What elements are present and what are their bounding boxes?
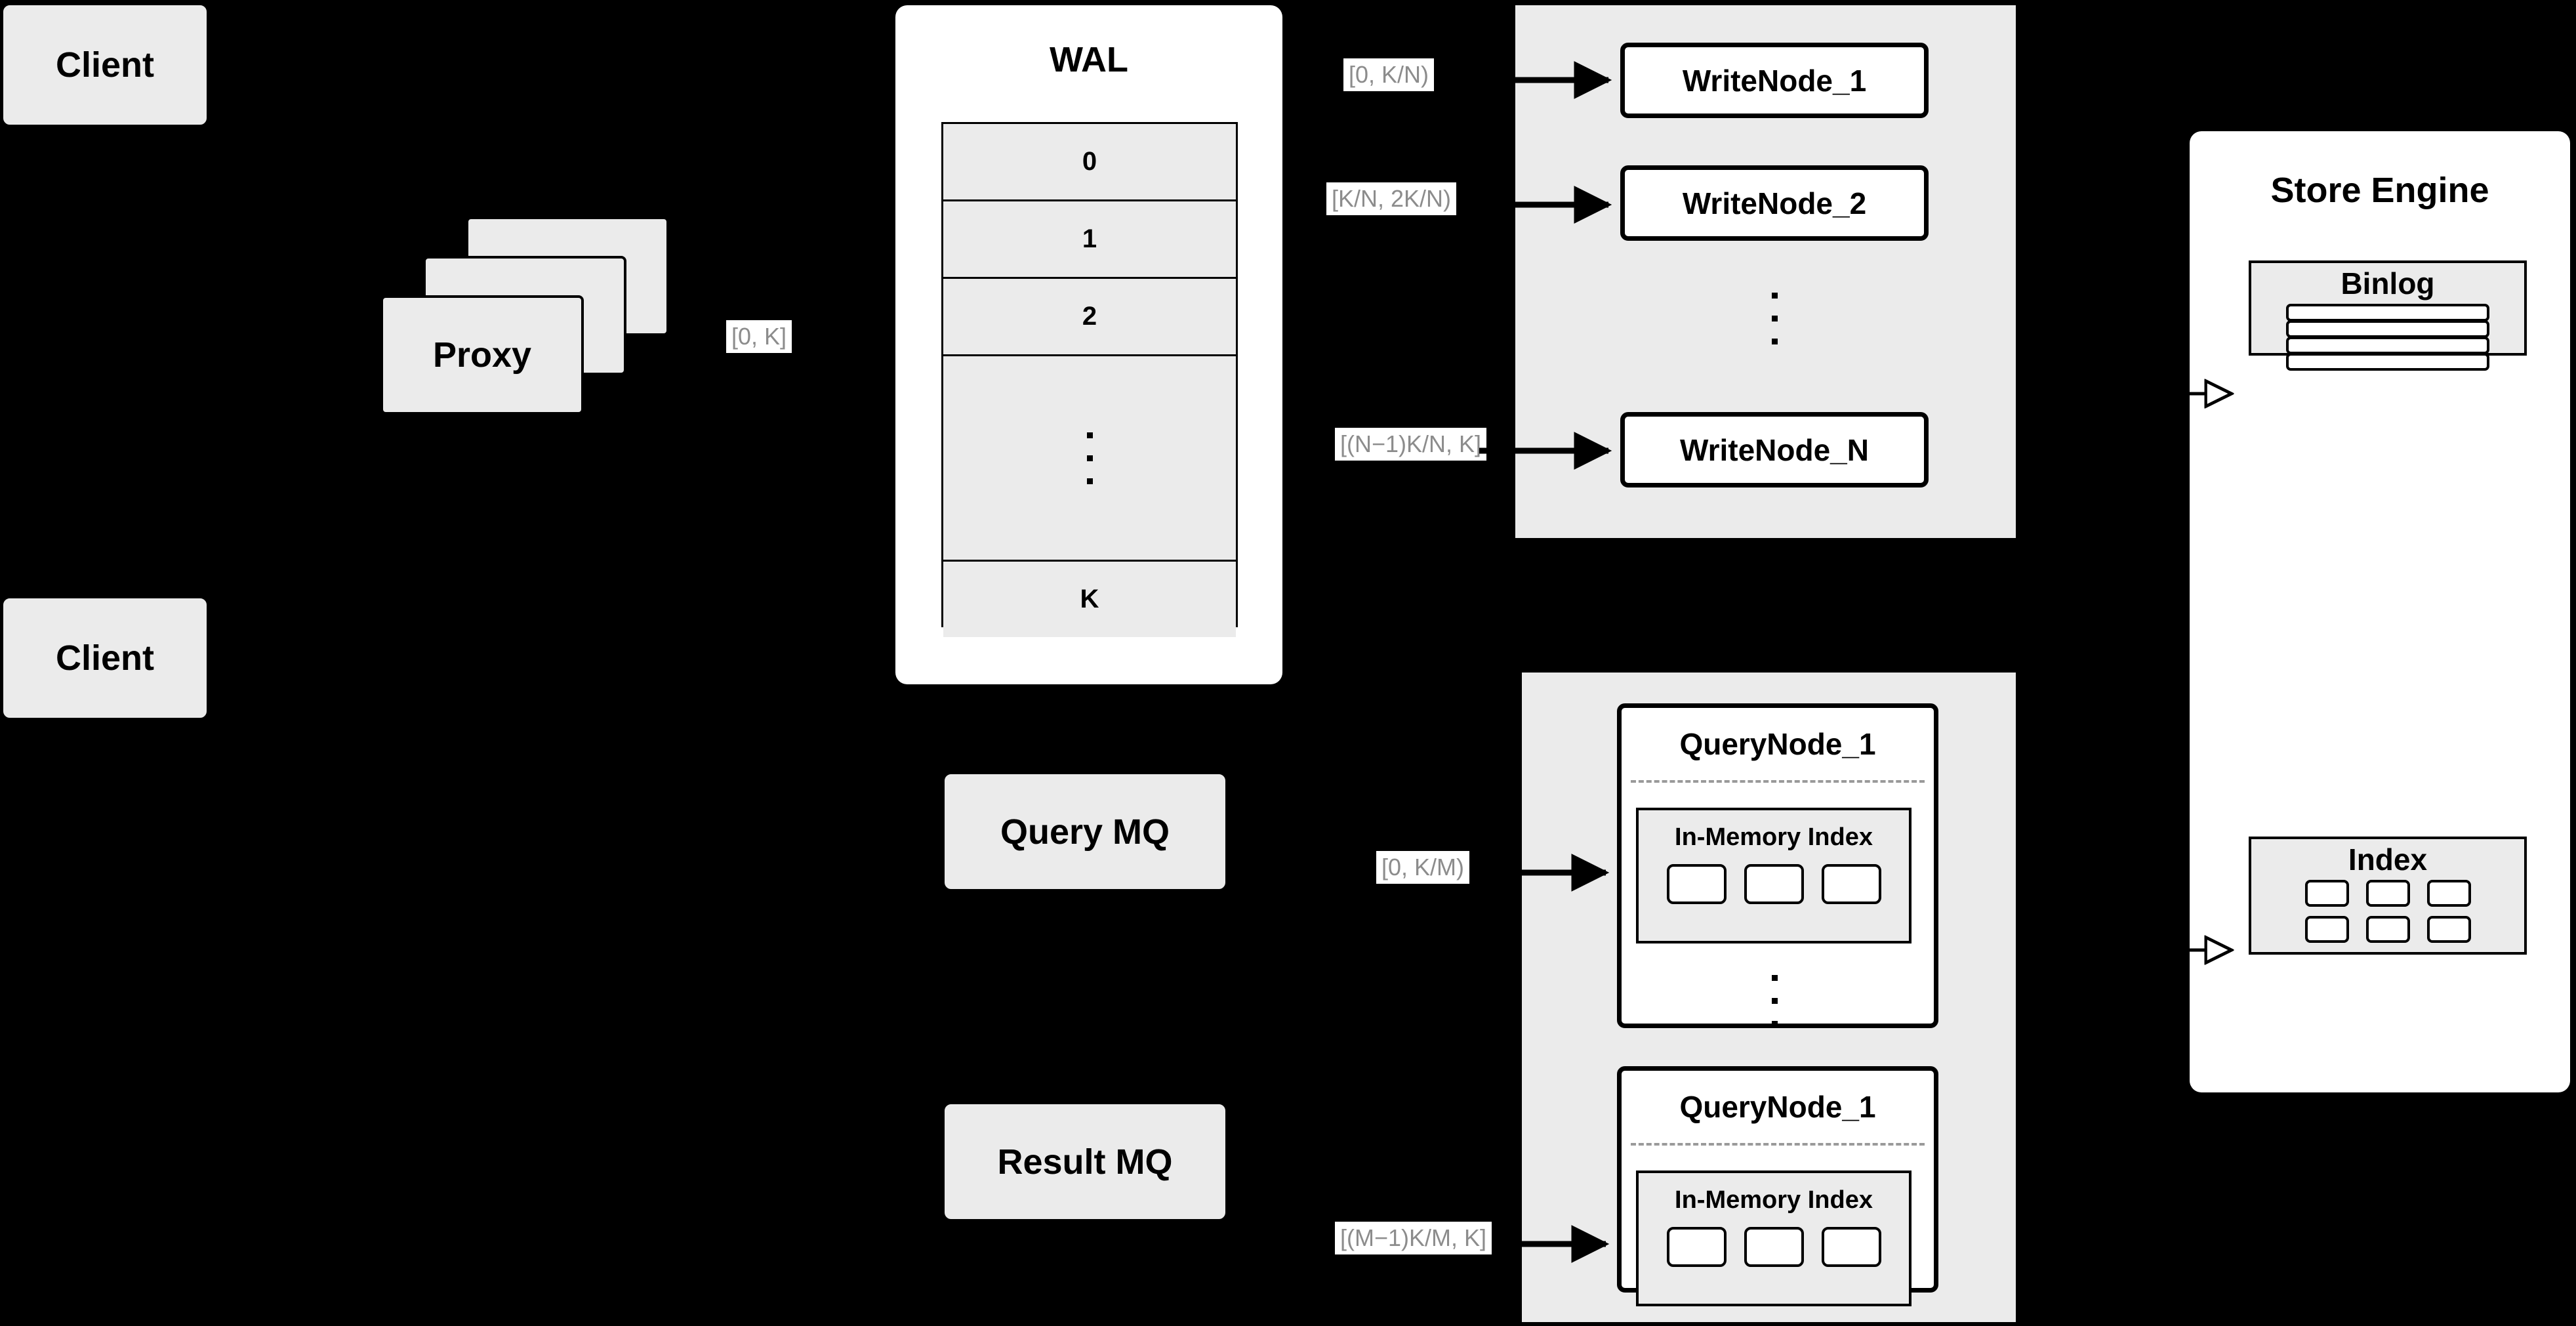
write-node-1-label: WriteNode_1 [1682,63,1867,98]
write-node-2[interactable]: WriteNode_2 [1620,165,1929,241]
edge-label-wal-to-writenode-2-text: [K/N, 2K/N) [1332,185,1452,212]
query-node-1-index-slot-2[interactable] [1744,864,1804,904]
client-label-1: Client [55,45,154,85]
store-engine-title: Store Engine [2270,171,2489,210]
wal-vertical-dots-icon [1086,424,1093,493]
index-slot-3[interactable] [2426,880,2471,907]
store-engine-panel: Store Engine Binlog Index [2190,131,2570,1092]
query-node-1-inmemory-index: In-Memory Index [1636,808,1912,943]
edge-label-wal-to-writenode-n-text: [(N−1)K/N, K] [1340,430,1482,457]
wal-row-k-label: K [1080,585,1099,613]
index-slot-6[interactable] [2426,916,2471,943]
wal-row-0-label: 0 [1082,147,1097,176]
write-nodes-vertical-dots-icon [1765,276,1784,361]
client-box-1[interactable]: Client [3,5,207,125]
client-label-2: Client [55,638,154,678]
wal-row-ellipsis [943,356,1236,562]
wal-row-2-label: 2 [1082,302,1097,331]
client-box-2[interactable]: Client [3,598,207,718]
query-node-2-index-slot-3[interactable] [1821,1227,1881,1267]
wal-row-k[interactable]: K [943,562,1236,637]
proxy-stack-layer-1[interactable]: Proxy [380,295,584,415]
result-mq-box[interactable]: Result MQ [945,1104,1225,1219]
binlog-box: Binlog [2249,260,2527,371]
write-node-2-label: WriteNode_2 [1682,186,1867,220]
query-node-2-index-slot-1[interactable] [1666,1227,1727,1267]
query-node-1-index-slot-3[interactable] [1821,864,1881,904]
query-node-1-inmemory-index-title: In-Memory Index [1675,823,1873,851]
query-node-1-label: QueryNode_1 [1679,727,1876,761]
wal-row-1-label: 1 [1082,224,1097,253]
wal-title: WAL [1050,40,1128,79]
query-nodes-vertical-dots-icon [1765,932,1784,1069]
write-node-n[interactable]: WriteNode_N [1620,412,1929,487]
query-node-2-index-slot-2[interactable] [1744,1227,1804,1267]
query-node-2-inmemory-index-title: In-Memory Index [1675,1186,1873,1214]
edge-label-queue-to-querynode-1-text: [0, K/M) [1381,854,1465,881]
edge-label-wal-to-writenode-2: [K/N, 2K/N) [1326,182,1457,215]
wal-table: 0 1 2 K [941,122,1238,637]
wal-row-2[interactable]: 2 [943,279,1236,356]
write-node-1[interactable]: WriteNode_1 [1620,43,1929,118]
query-node-2-inmemory-index: In-Memory Index [1636,1171,1912,1306]
index-title: Index [2348,842,2428,877]
result-mq-label: Result MQ [997,1142,1173,1182]
query-node-2-label: QueryNode_1 [1679,1090,1876,1124]
edge-label-queue-to-querynode-m: [(M−1)K/M, K] [1335,1222,1492,1254]
query-node-1[interactable]: QueryNode_1 In-Memory Index [1617,703,1938,1028]
edge-label-wal-to-writenode-n: [(N−1)K/N, K] [1335,428,1487,461]
wal-row-1[interactable]: 1 [943,201,1236,279]
index-slot-1[interactable] [2304,880,2349,907]
index-slot-2[interactable] [2365,880,2410,907]
edge-label-wal-to-writenode-1-text: [0, K/N) [1349,61,1429,88]
index-box: Index [2249,837,2527,955]
edge-label-proxy-to-wal-text: [0, K] [731,323,787,350]
binlog-title: Binlog [2341,266,2435,300]
wal-panel: WAL 0 1 2 K [895,5,1282,684]
proxy-stack[interactable]: Proxy [380,217,682,433]
index-slot-5[interactable] [2365,916,2410,943]
wal-row-0[interactable]: 0 [943,124,1236,201]
query-node-1-divider [1631,780,1925,783]
edge-label-queue-to-querynode-m-text: [(M−1)K/M, K] [1340,1224,1487,1251]
query-node-1-index-slot-1[interactable] [1666,864,1727,904]
edge-label-queue-to-querynode-1: [0, K/M) [1376,851,1470,884]
index-slot-4[interactable] [2304,916,2349,943]
proxy-label: Proxy [432,335,532,375]
write-node-n-label: WriteNode_N [1680,432,1869,467]
edge-label-proxy-to-wal: [0, K] [726,320,792,353]
query-mq-box[interactable]: Query MQ [945,774,1225,889]
query-node-2[interactable]: QueryNode_1 In-Memory Index [1617,1066,1938,1306]
query-mq-label: Query MQ [1000,812,1170,852]
query-node-2-divider [1631,1143,1925,1146]
edge-label-wal-to-writenode-1: [0, K/N) [1343,58,1435,91]
binlog-row-4[interactable] [2286,353,2489,371]
